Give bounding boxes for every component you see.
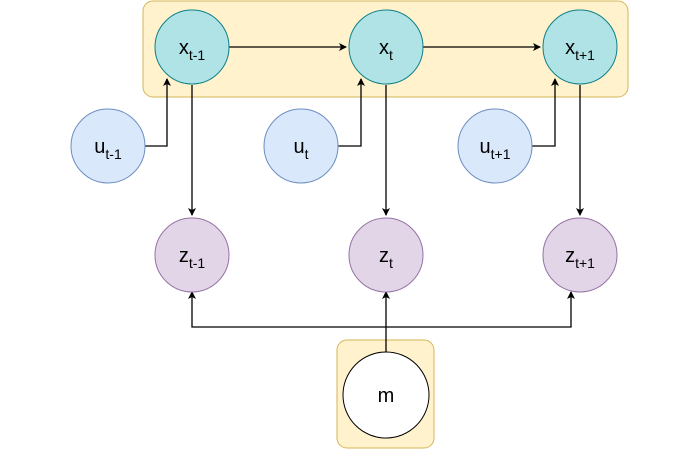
node-u-prev[interactable]: ut-1 (70, 108, 146, 184)
edges (145, 43, 584, 352)
node-z-next-base: z (565, 245, 575, 267)
node-x-prev[interactable]: xt-1 (154, 9, 230, 85)
edge-u-prev-to-x-prev (145, 78, 171, 147)
svg-text:zt-1: zt-1 (179, 245, 206, 271)
svg-text:xt: xt (379, 37, 393, 63)
node-z-prev[interactable]: zt-1 (154, 217, 230, 293)
node-x-curr-base: x (379, 37, 389, 59)
svg-text:zt+1: zt+1 (565, 245, 595, 271)
edge-u-curr-to-x-curr (338, 78, 365, 147)
edge-u-next-to-x-next (532, 78, 559, 147)
svg-text:ut+1: ut+1 (480, 136, 511, 162)
node-x-curr[interactable]: xt (348, 9, 424, 85)
node-u-prev-base: u (94, 136, 105, 158)
node-u-next-sub: t+1 (491, 146, 511, 162)
node-u-next[interactable]: ut+1 (457, 108, 533, 184)
node-u-curr-base: u (293, 136, 304, 158)
node-x-prev-sub: t-1 (189, 47, 206, 63)
node-z-curr[interactable]: zt (348, 217, 424, 293)
node-u-next-base: u (480, 136, 491, 158)
node-u-curr[interactable]: ut (263, 108, 339, 184)
node-x-next[interactable]: xt+1 (542, 9, 618, 85)
node-x-curr-sub: t (389, 47, 393, 63)
node-z-next[interactable]: zt+1 (542, 217, 618, 293)
node-u-curr-sub: t (305, 146, 309, 162)
node-z-prev-base: z (179, 245, 189, 267)
edge-m-to-z-next (386, 291, 575, 328)
node-x-next-base: x (565, 37, 575, 59)
node-z-prev-sub: t-1 (189, 255, 206, 271)
svg-text:xt-1: xt-1 (179, 37, 206, 63)
edge-m-to-z-prev (188, 291, 386, 328)
svg-text:xt+1: xt+1 (565, 37, 595, 63)
node-m-label: m (378, 385, 395, 407)
node-u-prev-sub: t-1 (105, 146, 122, 162)
node-m[interactable]: m (342, 351, 430, 439)
svg-text:ut: ut (293, 136, 308, 162)
node-x-prev-base: x (179, 37, 189, 59)
svg-text:ut-1: ut-1 (94, 136, 122, 162)
node-z-curr-base: z (379, 245, 389, 267)
svg-text:zt: zt (379, 245, 393, 271)
node-z-next-sub: t+1 (575, 255, 595, 271)
node-x-next-sub: t+1 (575, 47, 595, 63)
node-z-curr-sub: t (389, 255, 393, 271)
